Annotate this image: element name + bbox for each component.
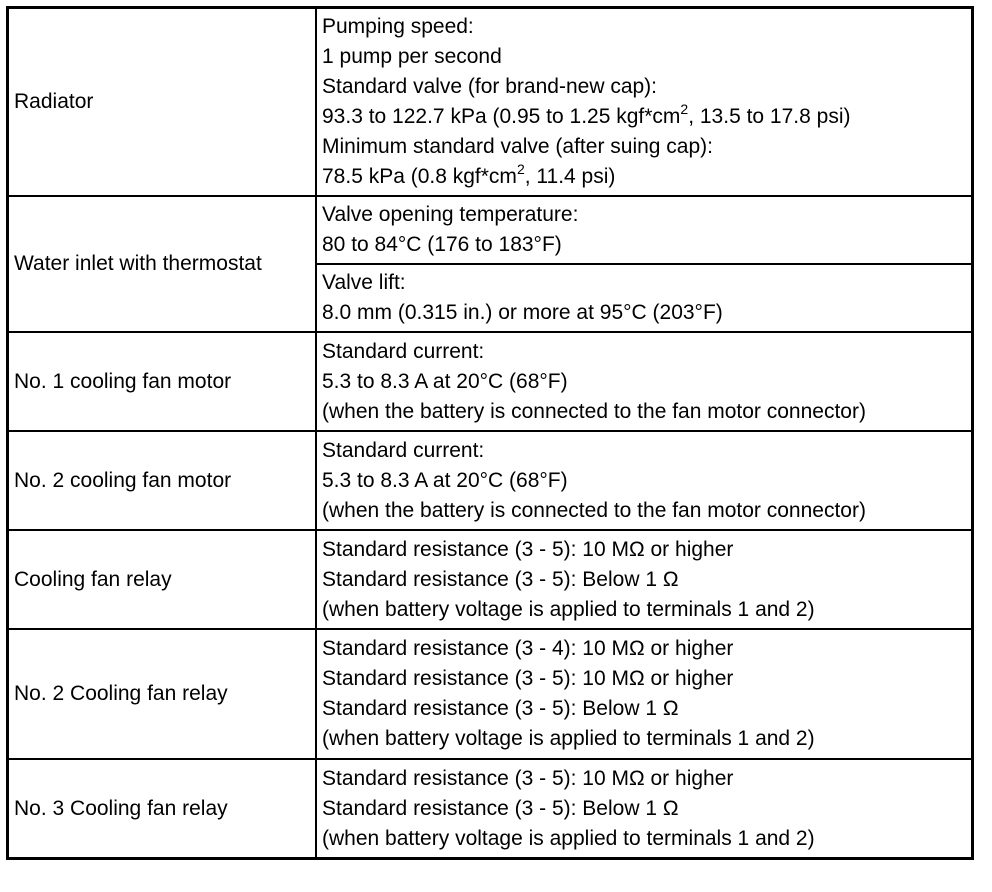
spec-line: 1 pump per second xyxy=(322,45,502,68)
spec-line: Standard valve (for brand-new cap): xyxy=(322,75,658,98)
spec-line: (when the battery is connected to the fa… xyxy=(322,498,866,522)
spec-line: Standard resistance (3 - 5): Below 1 Ω xyxy=(322,697,679,720)
spec-cell: Standard current: 5.3 to 8.3 A at 20°C (6… xyxy=(315,331,974,432)
spec-line: (when the battery is connected to the fa… xyxy=(322,399,866,423)
spec-line: 93.3 to 122.7 kPa (0.95 to 1.25 kgf*cm2,… xyxy=(322,101,851,128)
table-row: No. 3 Cooling fan relay Standard resista… xyxy=(6,758,974,860)
spec-cell: Standard current: 5.3 to 8.3 A at 20°C (6… xyxy=(315,430,974,531)
spec-cell: Standard resistance (3 - 4): 10 MΩ or hi… xyxy=(315,628,974,760)
spec-line: Pumping speed: xyxy=(322,15,474,38)
component-name: Radiator xyxy=(6,6,317,197)
component-name: No. 3 Cooling fan relay xyxy=(6,758,317,860)
spec-line: Standard resistance (3 - 5): 10 MΩ or hi… xyxy=(322,667,734,690)
table-row: No. 1 cooling fan motor Standard current… xyxy=(6,331,974,432)
cooling-system-spec-table: Radiator Pumping speed: 1 pump per second… xyxy=(6,6,974,860)
spec-line: Valve lift: xyxy=(322,271,406,294)
spec-line: (when battery voltage is applied to term… xyxy=(322,727,815,750)
spec-line: Minimum standard valve (after suing cap)… xyxy=(322,135,713,158)
spec-line: Standard resistance (3 - 5): 10 MΩ or hi… xyxy=(322,766,734,790)
spec-line: Standard resistance (3 - 5): Below 1 Ω xyxy=(322,796,679,820)
spec-line: Standard current: xyxy=(322,438,485,462)
spec-cell: Valve lift: 8.0 mm (0.315 in.) or more at… xyxy=(315,263,974,333)
spec-line: 8.0 mm (0.315 in.) or more at 95°C (203°… xyxy=(322,301,723,324)
spec-cell: Standard resistance (3 - 5): 10 MΩ or hi… xyxy=(315,529,974,630)
component-name: No. 2 Cooling fan relay xyxy=(6,628,317,760)
spec-line: 5.3 to 8.3 A at 20°C (68°F) xyxy=(322,369,568,393)
spec-line: (when battery voltage is applied to term… xyxy=(322,597,815,621)
spec-line: Valve opening temperature: xyxy=(322,203,579,226)
component-name: Water inlet with thermostat xyxy=(6,195,317,333)
spec-line: 80 to 84°C (176 to 183°F) xyxy=(322,233,562,256)
table-row: Valve lift: 8.0 mm (0.315 in.) or more at… xyxy=(8,263,974,333)
spec-line: 5.3 to 8.3 A at 20°C (68°F) xyxy=(322,468,568,492)
table-row: Cooling fan relay Standard resistance (3… xyxy=(6,529,974,630)
spec-line: 78.5 kPa (0.8 kgf*cm2, 11.4 psi) xyxy=(322,161,616,188)
spec-line: (when battery voltage is applied to term… xyxy=(322,826,815,850)
spec-cell: Standard resistance (3 - 5): 10 MΩ or hi… xyxy=(315,758,974,860)
table-row: Water inlet with thermostat Valve openin… xyxy=(6,195,974,333)
table-row: Radiator Pumping speed: 1 pump per second… xyxy=(6,6,974,197)
spec-line: Standard resistance (3 - 5): 10 MΩ or hi… xyxy=(322,537,734,561)
spec-cell: Valve opening temperature: 80 to 84°C (17… xyxy=(315,195,974,265)
spec-line: Standard resistance (3 - 5): Below 1 Ω xyxy=(322,567,679,591)
spec-line: Standard resistance (3 - 4): 10 MΩ or hi… xyxy=(322,637,734,660)
component-name: No. 1 cooling fan motor xyxy=(6,331,317,432)
component-name: Cooling fan relay xyxy=(6,529,317,630)
table-row: No. 2 Cooling fan relay Standard resista… xyxy=(6,628,974,760)
table-row: No. 2 cooling fan motor Standard current… xyxy=(6,430,974,531)
spec-line: Standard current: xyxy=(322,339,485,363)
component-name: No. 2 cooling fan motor xyxy=(6,430,317,531)
